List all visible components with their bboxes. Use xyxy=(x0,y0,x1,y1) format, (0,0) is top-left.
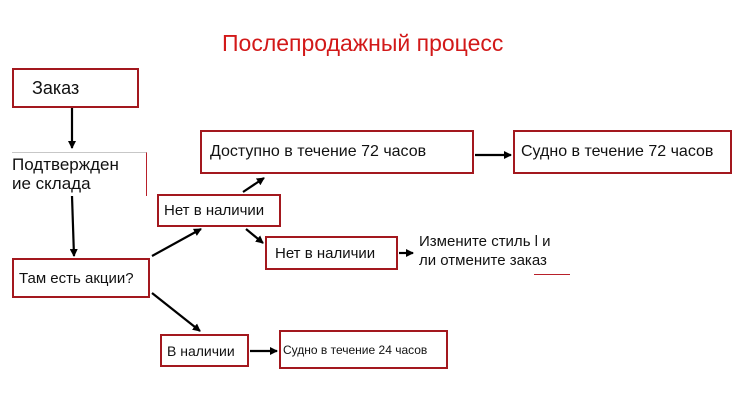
out-of-stock-lower-box: Нет в наличии xyxy=(265,236,398,270)
stock-confirmation-box: Подтвержден ие склада xyxy=(12,152,147,196)
ship-72h-box: Судно в течение 72 часов xyxy=(513,130,732,174)
change-style-label-line2: ли отмените заказ xyxy=(419,252,547,269)
in-stock-label: В наличии xyxy=(167,342,235,359)
page-title: Послепродажный процесс xyxy=(222,30,504,56)
available-72h-label: Доступно в течение 72 часов xyxy=(210,143,427,160)
stock-question-label: Там есть акции? xyxy=(19,269,134,287)
in-stock-box: В наличии xyxy=(160,334,249,367)
arrow-question-to-out-of-stock-upper xyxy=(151,228,202,257)
change-style-underline xyxy=(534,274,570,275)
arrow-out-of-stock-to-out-of-stock-lower xyxy=(245,228,264,244)
out-of-stock-lower-label: Нет в наличии xyxy=(275,244,376,262)
arrow-confirmation-to-question xyxy=(69,195,78,257)
stock-confirmation-label-line1: Подтвержден xyxy=(12,155,119,174)
out-of-stock-upper-box: Нет в наличии xyxy=(157,194,281,227)
ship-24h-box: Судно в течение 24 часов xyxy=(279,330,448,369)
arrow-question-to-in-stock xyxy=(151,292,201,332)
change-style-label-line1: Измените стиль l и xyxy=(419,233,551,250)
order-label: Заказ xyxy=(32,77,80,98)
ship-72h-label: Судно в течение 72 часов xyxy=(521,143,714,160)
available-72h-box: Доступно в течение 72 часов xyxy=(200,130,474,174)
stock-confirmation-label-line2: ие склада xyxy=(12,174,91,193)
ship-24h-label: Судно в течение 24 часов xyxy=(283,342,428,357)
arrow-out-of-stock-to-available-72h xyxy=(242,177,265,193)
out-of-stock-upper-label: Нет в наличии xyxy=(164,202,265,219)
stock-question-box: Там есть акции? xyxy=(12,258,150,298)
change-style-box: Измените стиль l и ли отмените заказ xyxy=(416,230,570,276)
order-box: Заказ xyxy=(12,68,139,108)
